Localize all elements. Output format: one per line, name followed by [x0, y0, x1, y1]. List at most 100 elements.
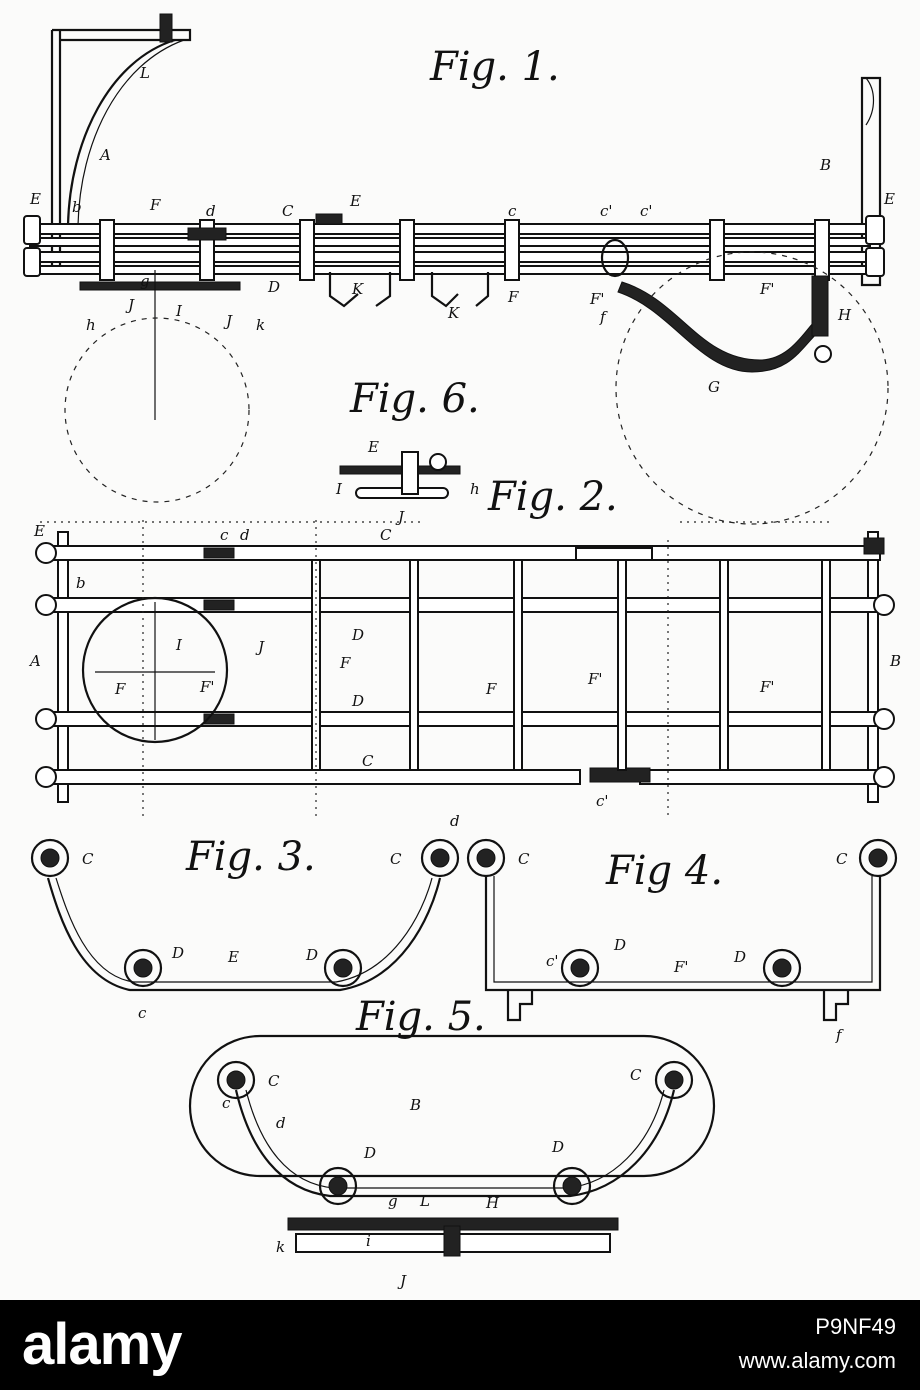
patent-drawing: Fig. 1.: [0, 0, 920, 1300]
ref-d: d: [206, 202, 216, 220]
plan-coupling: [576, 548, 652, 560]
ref-A: A: [98, 146, 111, 164]
ref-c1-b: c': [640, 202, 653, 220]
ref-g: g: [140, 272, 150, 290]
fig5-ref-g: g: [388, 1192, 398, 1210]
fig6-ref-h: h: [470, 480, 480, 498]
ref-I: I: [175, 302, 183, 320]
ref-E-mid: E: [349, 192, 361, 210]
fig2-ref-F1-3: F': [759, 678, 775, 696]
ref-f: f: [599, 308, 608, 326]
ref-k: k: [256, 316, 265, 334]
plate-i: [80, 282, 240, 290]
fig5-ref-J: J: [397, 1272, 407, 1290]
fig2-ref-J: J: [255, 638, 265, 656]
ref-c1-a: c': [600, 202, 613, 220]
plan-rod-c-top: [40, 546, 880, 560]
ref-E-left: E: [29, 190, 41, 208]
spring-g: [618, 282, 820, 372]
fig5-rings: [218, 1062, 692, 1204]
phantom-wheel-left: [65, 318, 249, 502]
fig2-ref-c1: c': [596, 792, 609, 810]
fig5-ref-d: d: [276, 1114, 286, 1132]
fig2-label: Fig. 2.: [487, 474, 618, 520]
fig2-ref-b: b: [76, 574, 86, 592]
fig2-ref-F1-2: F': [587, 670, 603, 688]
fig5-label: Fig. 5.: [355, 994, 486, 1040]
fig6-ref-I: I: [335, 480, 343, 498]
fig3-ref-D-right: D: [305, 946, 318, 964]
fig3-ref-D-left: D: [171, 944, 184, 962]
figure-2: Fig. 2.: [28, 474, 901, 820]
figure-4: Fig 4. C C D D F' c' f: [468, 840, 896, 1044]
rod-d-lower: [30, 266, 870, 274]
fig2-ref-C-bottom: C: [362, 752, 374, 770]
figure-5: Fig. 5. C C B D D L J k g i d c H: [190, 994, 714, 1290]
brace-arc-inner: [78, 40, 184, 225]
post-h: [812, 276, 828, 336]
fig5-ref-H: H: [485, 1194, 500, 1212]
fig2-ref-F3: F: [485, 680, 497, 698]
ref-H: H: [837, 306, 852, 324]
fig4-ref-c1: c': [546, 952, 559, 970]
fig2-ref-E: E: [33, 522, 45, 540]
fig5-hanger: [236, 1090, 674, 1196]
fig4-ref-D-right: D: [733, 948, 746, 966]
fig3-hanger-e: [48, 878, 440, 990]
plan-rod-c-bottom-right: [640, 770, 880, 784]
fig2-ref-D-top: D: [351, 626, 364, 644]
fig6-ref-J: J: [395, 508, 405, 526]
fig3-ref-C-right: C: [390, 850, 402, 868]
ref-F1-a: F': [589, 290, 605, 308]
end-plate-b-plan: [868, 532, 878, 802]
ref-c-top: c: [508, 202, 517, 220]
ref-K-b: K: [447, 304, 460, 322]
fig2-ref-D-bottom: D: [351, 692, 364, 710]
figure-6: Fig. 6. E I J h: [335, 376, 480, 526]
fig4-ref-f: f: [835, 1026, 844, 1044]
fig5-end-plate-b: [190, 1036, 714, 1176]
fig5-ref-i: i: [366, 1232, 371, 1250]
fig4-ref-D-left: D: [613, 936, 626, 954]
fig3-ref-c: c: [138, 1004, 147, 1022]
ref-h: h: [86, 316, 96, 334]
ref-K-a: K: [351, 280, 364, 298]
fig2-ref-I: I: [175, 636, 183, 654]
fig2-ref-d: d: [240, 526, 250, 544]
ref-J-a: J: [125, 296, 135, 314]
alamy-logo[interactable]: alamy: [22, 1310, 181, 1380]
fig5-ref-B: B: [409, 1096, 421, 1114]
fig2-ref-F1: F: [339, 654, 351, 672]
fig4-ref-F1: F': [673, 958, 689, 976]
fig5-ref-D-left: D: [363, 1144, 376, 1162]
ref-G: G: [708, 378, 720, 396]
figure-1: Fig. 1.: [24, 14, 895, 524]
rod-d-upper: [30, 238, 870, 246]
fig2-ref-B: B: [889, 652, 901, 670]
image-id: P9NF49: [815, 1314, 896, 1340]
rod-c-upper: [30, 224, 870, 234]
ref-D: D: [267, 278, 280, 296]
fig2-ref-F1-1: F': [199, 678, 215, 696]
fig2-ref-c: c: [220, 526, 229, 544]
fig5-ref-C-left: C: [268, 1072, 280, 1090]
fig3-label: Fig. 3.: [185, 834, 316, 880]
fig2-ref-C-top: C: [380, 526, 392, 544]
fig5-ref-L: L: [419, 1192, 430, 1210]
site-url[interactable]: www.alamy.com: [739, 1348, 896, 1374]
ref-L: L: [139, 64, 150, 82]
stock-footer: alamy P9NF49 www.alamy.com: [0, 1300, 920, 1390]
plan-rod-c-bottom-left: [40, 770, 580, 784]
fig5-ref-k: k: [276, 1238, 285, 1256]
fig6-ref-E: E: [367, 438, 379, 456]
rod-c-lower: [30, 252, 870, 262]
fig3-ref-d: d: [450, 812, 460, 830]
plan-end-nuts: [36, 538, 894, 787]
plan-rungs: [312, 560, 830, 770]
fig5-ref-C-right: C: [630, 1066, 642, 1084]
ref-E-right: E: [883, 190, 895, 208]
ref-F1-b: F': [759, 280, 775, 298]
ref-J-b: J: [223, 312, 233, 330]
fig2-ref-A: A: [28, 652, 41, 670]
phantom-wheel-right: [616, 252, 888, 524]
